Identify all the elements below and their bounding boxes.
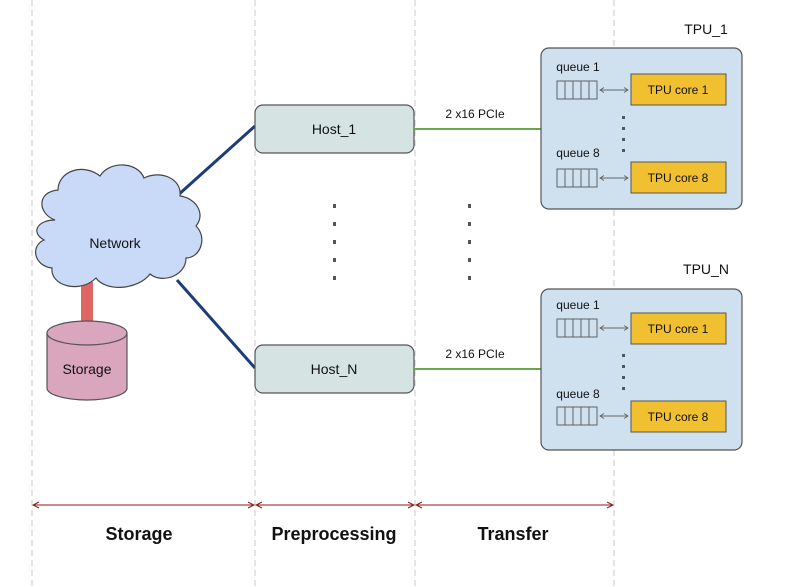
stage-label-preprocessing: Preprocessing: [271, 524, 396, 544]
tpu-n-queue-top: [556, 318, 598, 338]
tpu-1-queue-bottom-label: queue 8: [556, 146, 600, 160]
tpu-1-board: queue 1 TPU core 1 queue 8 TPU core 8: [540, 47, 743, 210]
tpu-n-queue-bottom: [556, 406, 598, 426]
network-link-host-n: [175, 279, 257, 369]
tpu-n-core-top-label: TPU core 1: [648, 322, 709, 336]
storage-label: Storage: [62, 361, 111, 377]
tpu-1-core-top-label: TPU core 1: [648, 83, 709, 97]
stage-label-storage: Storage: [105, 524, 172, 544]
tpu-n-core-bottom: [630, 400, 727, 433]
tpu-1-queue-bottom: [556, 168, 598, 188]
tpu-1-queue-top-label: queue 1: [556, 60, 600, 74]
host-1-label: Host_1: [312, 121, 357, 137]
tpu-n-core-top: [630, 312, 727, 345]
tpu-n-core-bottom-label: TPU core 8: [648, 410, 709, 424]
tpu-1-title: TPU_1: [684, 21, 728, 37]
network-cloud: Network: [35, 164, 203, 288]
pcie-link-n-label: 2 x16 PCIe: [445, 347, 505, 361]
ellipsis-links: [468, 204, 471, 280]
host-n-label: Host_N: [311, 361, 358, 377]
tpu-1-queue-top: [556, 80, 598, 100]
network-label: Network: [89, 235, 141, 251]
tpu-n-title: TPU_N: [683, 261, 729, 277]
host-1: Host_1: [254, 104, 415, 154]
stage-label-transfer: Transfer: [477, 524, 548, 544]
tpu-n-queue-bottom-label: queue 8: [556, 387, 600, 401]
ellipsis-hosts: [333, 204, 336, 280]
tpu-1-ellipsis: [622, 116, 625, 152]
pcie-link-1-label: 2 x16 PCIe: [445, 107, 505, 121]
tpu-1-core-bottom: [630, 161, 727, 194]
host-n: Host_N: [254, 344, 415, 394]
tpu-n-queue-top-label: queue 1: [556, 298, 600, 312]
tpu-n-ellipsis: [622, 354, 625, 390]
tpu-1-core-bottom-label: TPU core 8: [648, 171, 709, 185]
stage-dividers: [31, 0, 615, 587]
tpu-1-core-top: [630, 73, 727, 106]
network-link-host-1: [175, 124, 257, 198]
storage-cylinder: Storage: [46, 320, 128, 401]
tpu-n-board: queue 1 TPU core 1 queue 8 TPU core 8: [540, 288, 743, 451]
